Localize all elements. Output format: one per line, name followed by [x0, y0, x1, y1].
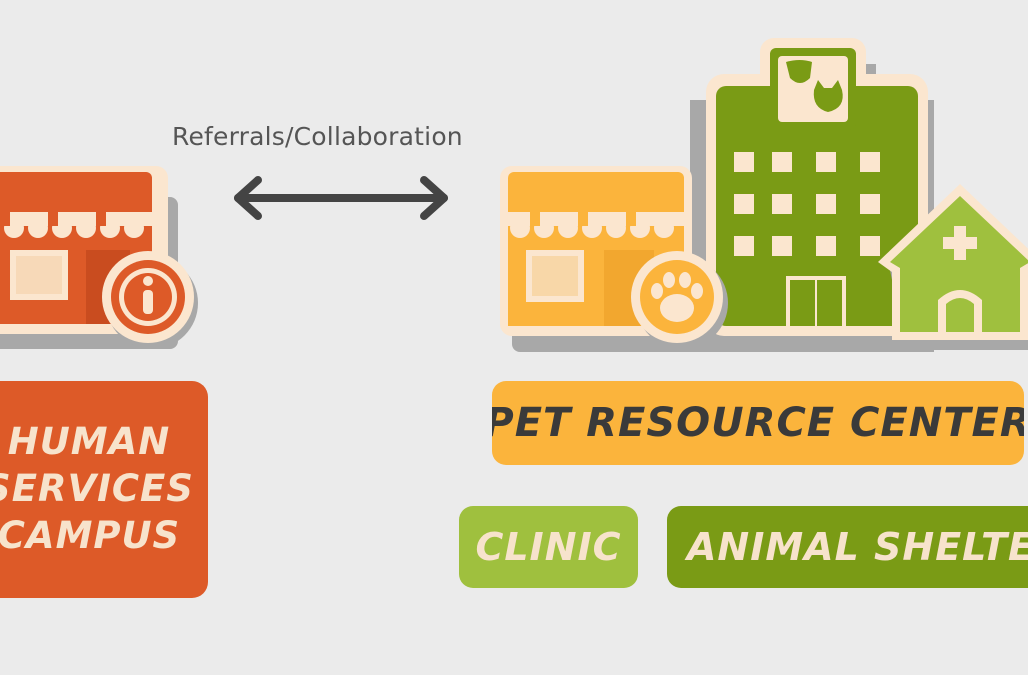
animal-shelter-label: ANIMAL SHELTER [667, 506, 1028, 588]
connector-label: Referrals/Collaboration [172, 122, 463, 151]
info-icon [102, 251, 198, 349]
paw-icon [631, 251, 728, 349]
human-services-campus-label: HUMAN SERVICES CAMPUS [0, 381, 208, 598]
bidirectional-arrow-icon [234, 176, 448, 220]
human-services-line-1: HUMAN [7, 420, 171, 464]
hospital-building-icon [690, 38, 934, 352]
house-cross-icon [878, 184, 1028, 350]
clinic-label: CLINIC [459, 506, 638, 588]
pet-resource-center-label: PET RESOURCE CENTER [492, 381, 1024, 465]
human-services-line-2: SERVICES [0, 467, 194, 510]
human-services-line-3: CAMPUS [0, 513, 181, 557]
